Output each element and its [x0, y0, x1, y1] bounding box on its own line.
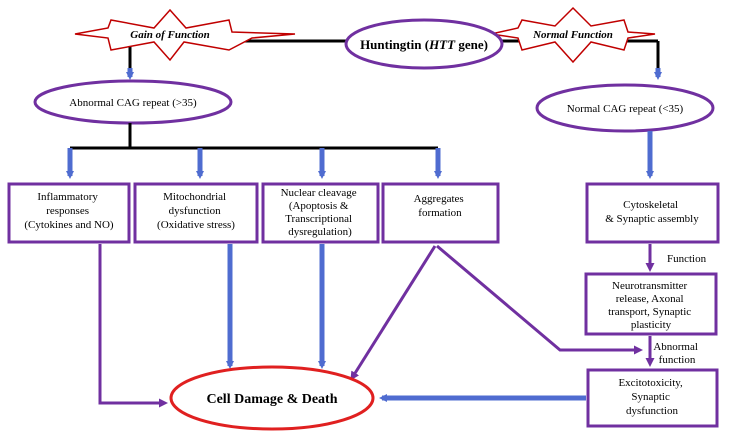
cell-damage-death-ellipse [169, 365, 375, 431]
function-label: Function [667, 253, 707, 265]
inflammatory-to-death-arrow [98, 244, 168, 408]
cytoskeletal-box [585, 182, 720, 244]
abnormal-cag-ellipse [33, 79, 233, 125]
aggregates-box [381, 182, 500, 244]
excitotoxicity-box [586, 368, 719, 428]
aggregates-label: Aggregates formation [414, 193, 467, 219]
gain-of-function-star [74, 8, 296, 62]
normal-function-star [490, 6, 656, 64]
nuclear-cleavage-label: Nuclear cleavage (Apoptosis & Transcript… [281, 187, 360, 238]
cytoskeletal-label: Cytoskeletal & Synaptic assembly [605, 199, 699, 225]
normal-cag-ellipse [535, 83, 715, 133]
inflammatory-box [7, 182, 131, 244]
mitochondrial-label: Mitochondrial dysfunction (Oxidative str… [157, 191, 235, 231]
neurotransmitter-box [584, 272, 718, 336]
excitotoxicity-label: Excitotoxicity, Synaptic dysfunction [618, 377, 685, 417]
inflammatory-label: Inflammatory responses (Cytokines and NO… [24, 191, 114, 231]
cell-damage-death-label: Cell Damage & Death [206, 392, 337, 407]
abnormal-cag-label: Abnormal CAG repeat (>35) [69, 97, 197, 109]
nuclear-cleavage-box [261, 182, 380, 244]
aggregates-to-death-arrow [350, 245, 437, 381]
abnormal-function-label: Abnormal function [653, 341, 700, 366]
normal-function-label: Normal Function [532, 29, 613, 41]
normal-cag-label: Normal CAG repeat (<35) [567, 103, 684, 115]
huntingtin-gene-ellipse [344, 18, 504, 70]
neurotransmitter-label: Neurotransmitter release, Axonal transpo… [608, 280, 694, 331]
mitochondrial-box [133, 182, 259, 244]
gain-of-function-label: Gain of Function [130, 29, 209, 41]
huntingtin-gene-label: Huntingtin (HTT gene) [360, 37, 488, 52]
aggregates-to-abnormal-function-arrow [436, 244, 643, 355]
